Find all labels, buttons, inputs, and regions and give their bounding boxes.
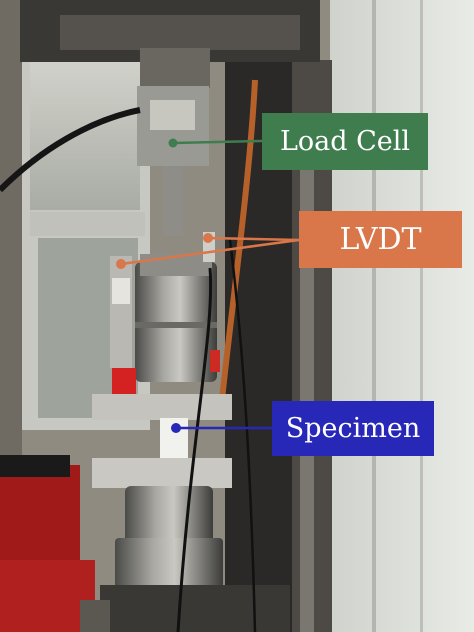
rear-rod <box>300 150 314 632</box>
window-mullion <box>30 212 145 236</box>
lvdt-label: LVDT <box>299 211 462 268</box>
right-wall-seam <box>372 0 376 632</box>
bottom-floor <box>80 600 110 632</box>
right-wall-seam-2 <box>420 0 423 632</box>
upper-grip-band <box>135 322 217 328</box>
specimen-pointer <box>171 423 272 433</box>
crosshead-plate <box>60 15 300 50</box>
lvdt-red-clamp <box>112 368 136 396</box>
load-cell-label <box>150 100 195 130</box>
black-cable <box>176 267 213 632</box>
specimen-label: Specimen <box>272 401 434 456</box>
lvdt-right-red <box>210 350 220 372</box>
red-case-top <box>0 455 70 477</box>
lower-grip-base <box>115 538 223 588</box>
load-cell-pointer <box>168 138 263 148</box>
frosted-window-upper <box>30 40 140 210</box>
load-cell-cable <box>0 107 141 193</box>
lvdt-sensor <box>110 256 132 368</box>
crosshead-block <box>140 48 210 88</box>
red-tank <box>0 560 95 632</box>
right-wall-panel <box>330 0 474 632</box>
machine-base <box>100 585 290 632</box>
upper-fixture-plate <box>92 394 232 420</box>
load-cell-rod <box>163 166 183 236</box>
black-cable-2 <box>228 239 257 632</box>
lvdt-label-sticker <box>112 278 130 304</box>
load-cell-label: Load Cell <box>262 113 428 170</box>
lower-fixture-plate <box>92 458 232 488</box>
lvdt-pointer <box>116 233 300 269</box>
